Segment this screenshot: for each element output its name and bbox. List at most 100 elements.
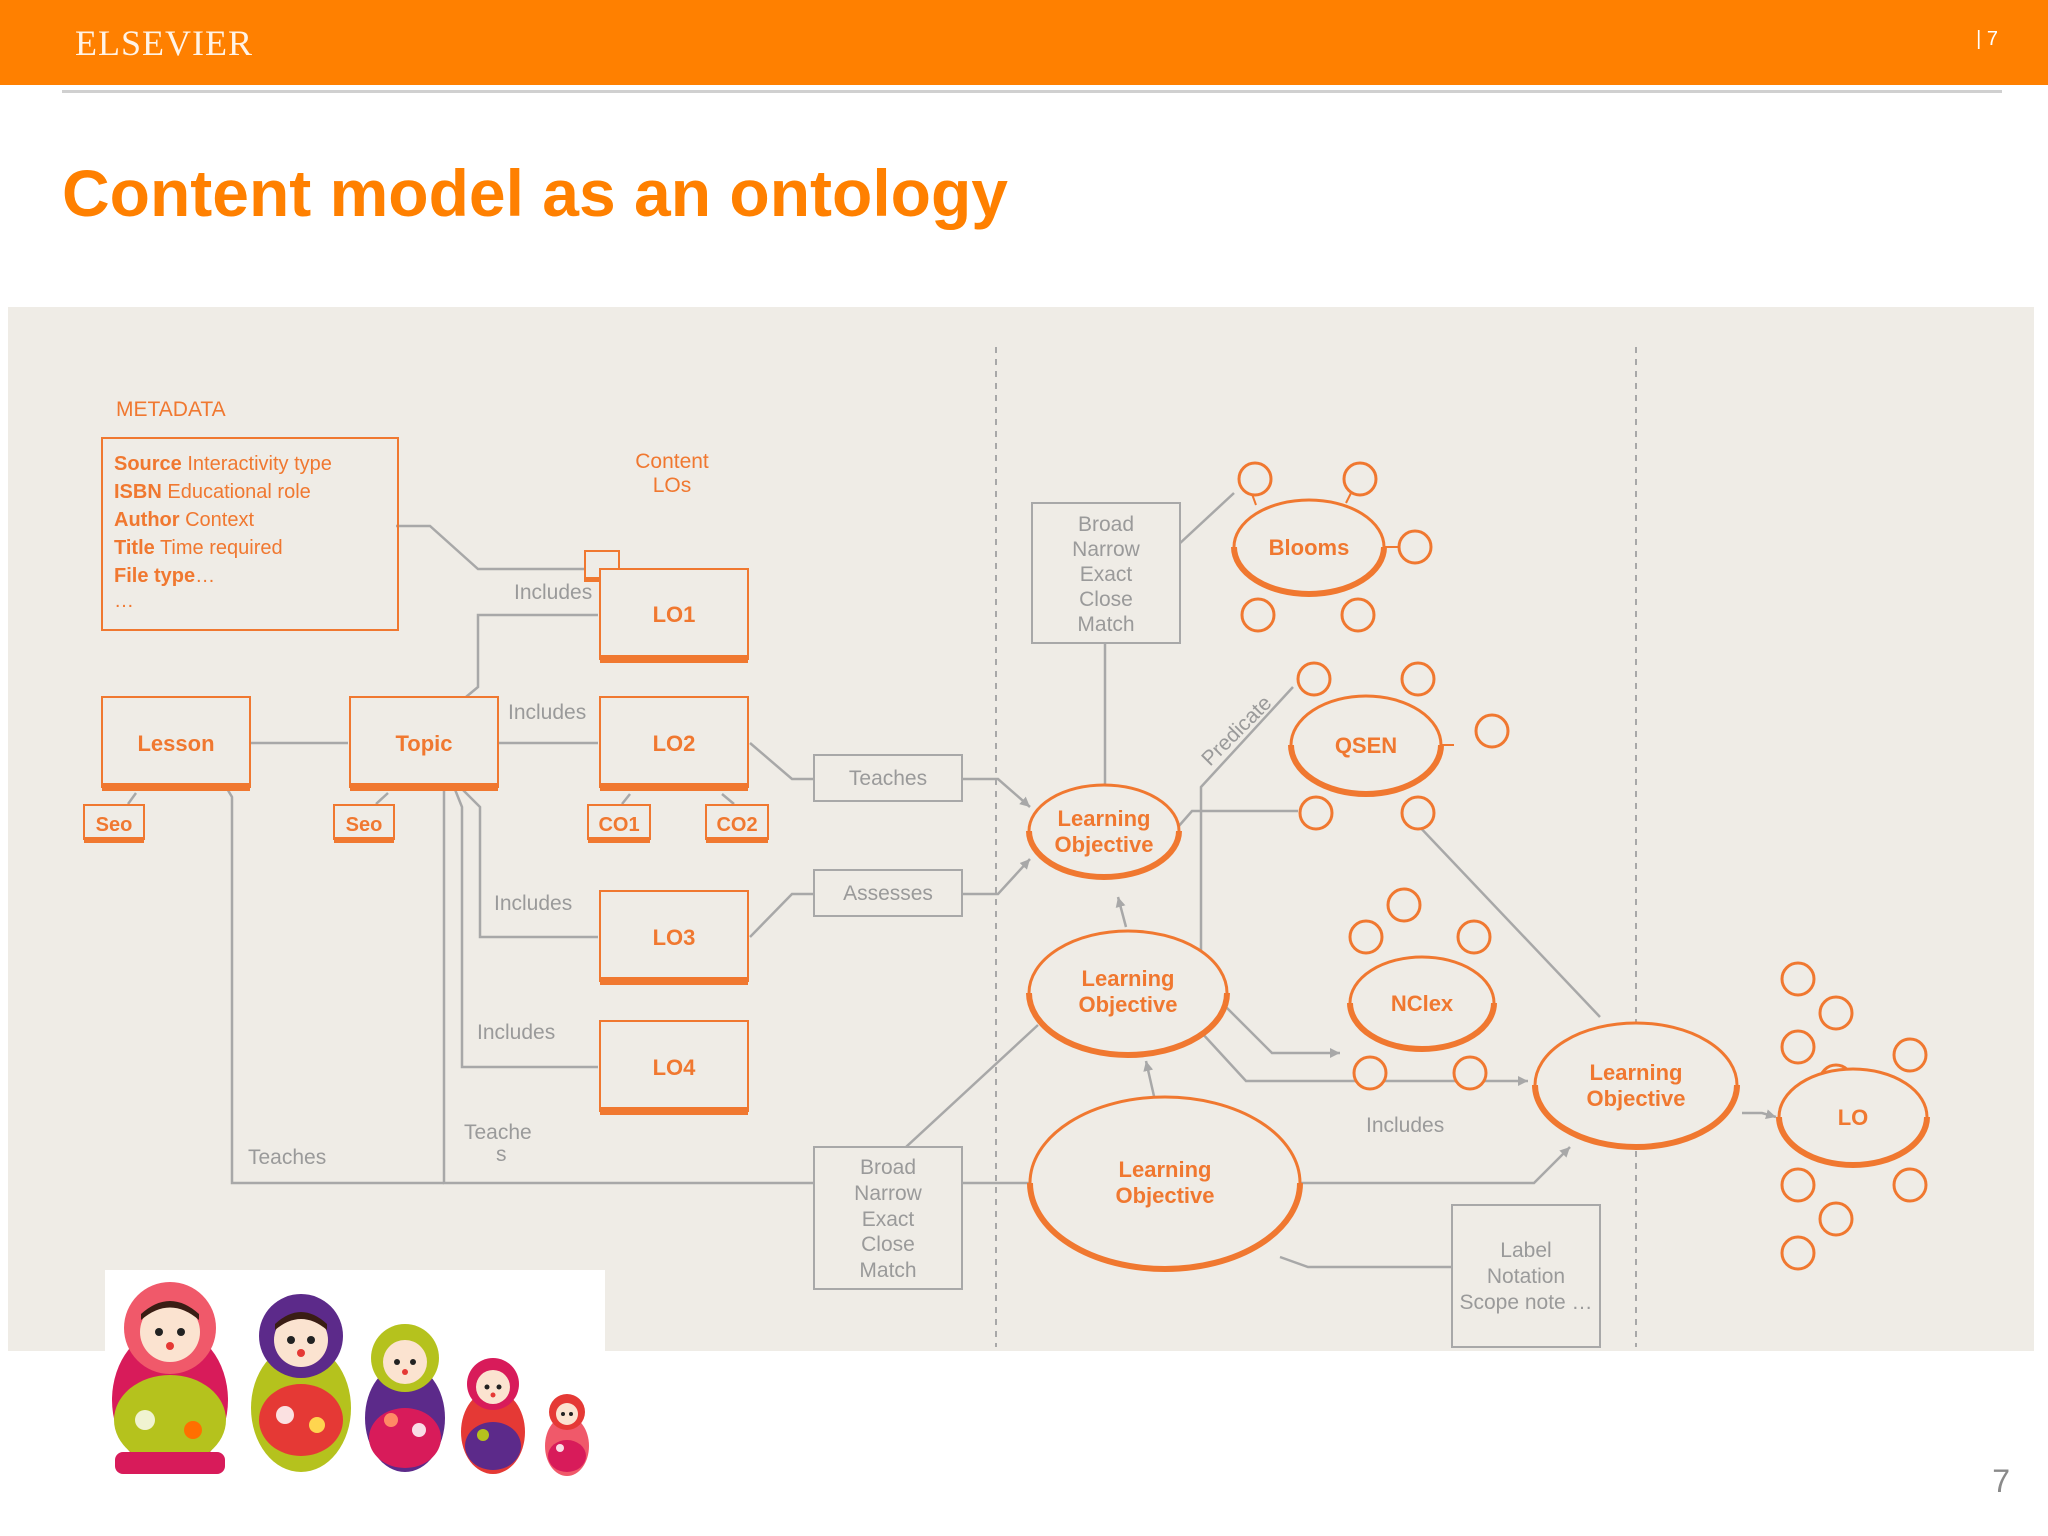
metadata-heading: METADATA xyxy=(116,398,226,421)
node-lo4 xyxy=(599,1020,749,1112)
edge-topic-lo1 xyxy=(465,613,598,698)
edge-lo-qsen xyxy=(1177,809,1298,828)
node-learning-objective-label: Objective xyxy=(1054,832,1153,857)
node-learning-objective-label: Learning xyxy=(1058,806,1151,831)
edge-label-teaches: Teaches xyxy=(248,1146,326,1169)
edge-assesses-lo xyxy=(962,858,1031,896)
nclex-satellite xyxy=(1352,1055,1388,1091)
node-learning-objective-label: Learning xyxy=(1590,1060,1683,1085)
relation-teaches-label: Teaches xyxy=(849,767,927,790)
nclex-satellite xyxy=(1348,919,1384,955)
match-type: Broad xyxy=(1078,513,1134,536)
node-topic-label: Topic xyxy=(395,731,452,756)
node-qsen-label: QSEN xyxy=(1335,733,1397,758)
node-lo4-label: LO4 xyxy=(653,1055,697,1080)
node-learning-objective-label: Objective xyxy=(1078,992,1177,1017)
node-lo1-label: LO1 xyxy=(653,602,696,627)
blooms-satellite xyxy=(1397,529,1433,565)
nclex-satellite xyxy=(1386,887,1422,923)
doll-large xyxy=(112,1282,228,1474)
header-rule xyxy=(62,90,2002,93)
match-type: Broad xyxy=(860,1156,916,1179)
blooms-satellite xyxy=(1340,597,1376,633)
edge-lo3-label xyxy=(1279,1255,1452,1269)
node-learning-objective-label: Learning xyxy=(1082,966,1175,991)
edge-lo2-lo xyxy=(1115,896,1128,928)
edge-lo3-lo4 xyxy=(1298,1146,1571,1185)
edge-label-predicate: Predicate xyxy=(1197,692,1276,771)
edge-lo2-includes xyxy=(1200,1031,1528,1086)
node-nclex-label: NClex xyxy=(1391,991,1454,1016)
node-learning-objective-label: Learning xyxy=(1119,1157,1212,1182)
node-lo2-label: LO2 xyxy=(653,731,696,756)
node-seo-label: Seo xyxy=(346,814,383,836)
edge-label-includes: Includes xyxy=(477,1021,555,1044)
header-page-marker: | 7 xyxy=(1976,28,1998,50)
edge-lo3-assesses xyxy=(749,892,814,938)
label-notation-item: Label xyxy=(1500,1239,1551,1262)
edges xyxy=(126,492,1777,1269)
node-seo xyxy=(83,804,145,840)
edge-label-s: s xyxy=(496,1143,507,1166)
node-seo-label: Seo xyxy=(96,814,133,836)
nclex-satellite xyxy=(1452,1055,1488,1091)
edge-label-includes: Includes xyxy=(494,892,572,915)
match-type: Match xyxy=(859,1259,916,1282)
node-lo3 xyxy=(599,890,749,982)
match-type: Exact xyxy=(1080,563,1133,586)
relation-box-assesses xyxy=(813,869,963,917)
metadata-row: ISBN Educational role xyxy=(114,481,311,503)
node-lo2 xyxy=(599,696,749,788)
node-lesson xyxy=(101,696,251,788)
edge-qsen-lo4 xyxy=(1415,822,1601,1018)
blooms-satellite xyxy=(1237,461,1273,497)
doll-small xyxy=(365,1324,445,1472)
label-notation-item: Notation xyxy=(1487,1265,1565,1288)
node-learning-objective-label: Objective xyxy=(1586,1086,1685,1111)
metadata-row: File type… xyxy=(114,565,215,587)
ontology-diagram: Includes Includes Includes Includes Incl… xyxy=(83,347,1930,1348)
metadata-row: Title Time required xyxy=(114,537,283,559)
edge-seo-lesson xyxy=(126,792,138,805)
lo-satellite xyxy=(1780,1167,1816,1203)
qsen-satellite xyxy=(1400,661,1436,697)
edge-lo2-nclex xyxy=(1225,1006,1340,1058)
slide-title: Content model as an ontology xyxy=(62,156,1009,230)
content-los-label: LOs xyxy=(653,474,692,497)
edge-topic-lo3 xyxy=(459,786,598,939)
match-types-box xyxy=(1031,502,1181,644)
node-co1-label: CO1 xyxy=(598,814,639,836)
doll-smallest xyxy=(545,1394,589,1476)
matryoshka-dolls-illustration xyxy=(105,1270,605,1480)
edge-label-includes: Includes xyxy=(514,581,592,604)
edge-label-includes: Includes xyxy=(508,701,586,724)
node-blooms-label: Blooms xyxy=(1269,535,1350,560)
relation-assesses-label: Assesses xyxy=(843,882,933,905)
doll-medium xyxy=(251,1294,351,1472)
lo-satellite xyxy=(1780,961,1816,997)
lo-satellite xyxy=(1892,1167,1928,1203)
node-seo xyxy=(333,804,395,840)
match-type: Narrow xyxy=(1072,538,1141,561)
edge-lo4-lo xyxy=(1742,1109,1777,1120)
node-lo3-label: LO3 xyxy=(653,925,696,950)
lo-satellite xyxy=(1818,995,1854,1031)
qsen-satellite xyxy=(1298,795,1334,831)
node-topic xyxy=(349,696,499,788)
blooms-satellite xyxy=(1240,597,1276,633)
match-types-box xyxy=(813,1146,963,1290)
match-type: Match xyxy=(1077,613,1134,636)
nclex-satellite xyxy=(1456,919,1492,955)
edge-lo2-teaches xyxy=(749,742,814,781)
edge-co2-lo2 xyxy=(721,793,735,805)
label-notation-item: Scope note … xyxy=(1459,1291,1592,1314)
edge-predicate xyxy=(1199,686,1294,957)
node-co1 xyxy=(587,804,651,840)
node-lo-label: LO xyxy=(1838,1105,1869,1130)
edge-seo-topic xyxy=(375,792,389,805)
slide-page-number: 7 xyxy=(1992,1463,2010,1499)
lo-satellite xyxy=(1818,1201,1854,1237)
elsevier-logo: ELSEVIER xyxy=(75,23,253,63)
qsen-satellite xyxy=(1474,713,1510,749)
match-type: Close xyxy=(861,1233,915,1256)
